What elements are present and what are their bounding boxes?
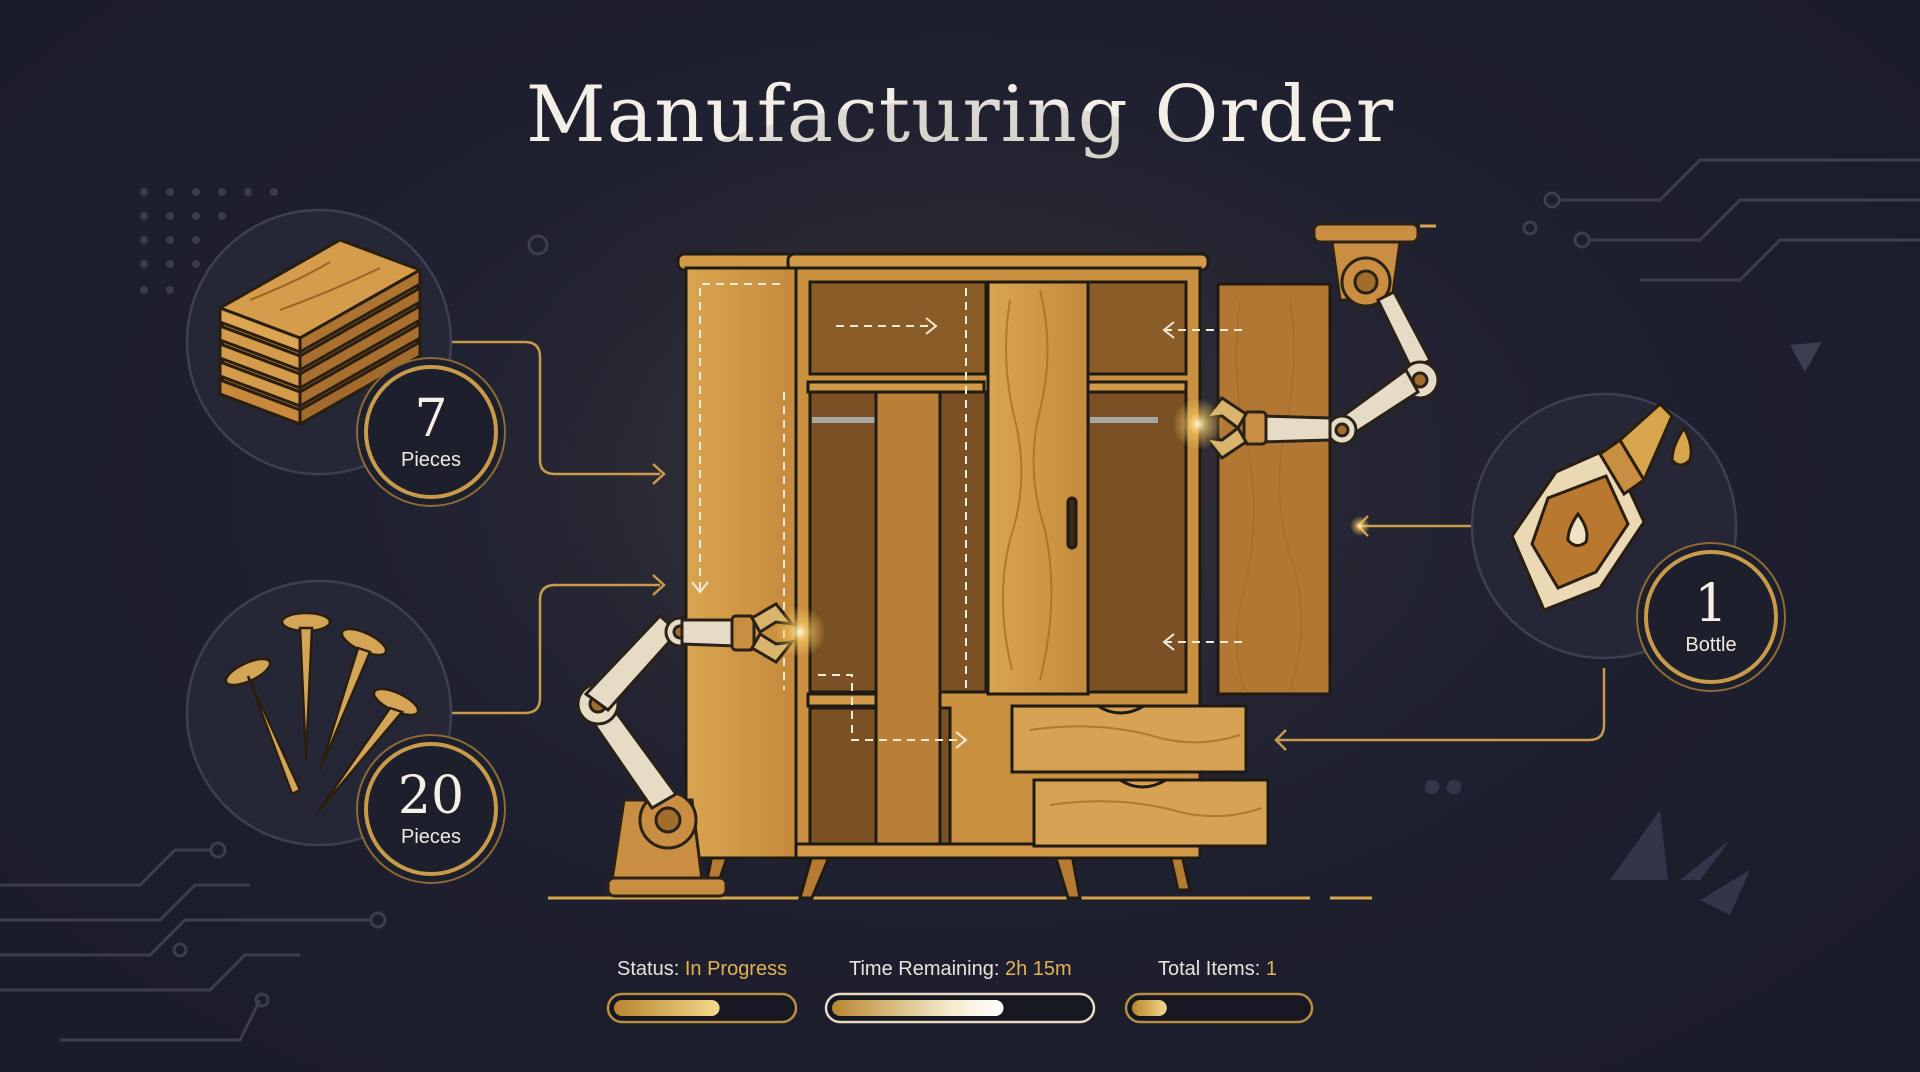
robot-arm-icon bbox=[1202, 222, 1440, 461]
glue-quantity: 1 bbox=[1694, 573, 1728, 634]
nails-unit: Pieces bbox=[400, 825, 462, 848]
nails-quantity: 20 bbox=[397, 765, 465, 826]
nails-icon bbox=[224, 611, 420, 813]
wood-unit: Pieces bbox=[400, 448, 462, 471]
time-label: Time Remaining: bbox=[849, 958, 1000, 980]
robot-arm-icon bbox=[576, 602, 796, 898]
items-value: 1 bbox=[1265, 958, 1277, 980]
status-progress-bars bbox=[606, 992, 1314, 1024]
items-label: Total Items: bbox=[1158, 958, 1261, 980]
status-label: Status: bbox=[617, 958, 680, 980]
wood-quantity-badge: 7 Pieces bbox=[364, 365, 498, 499]
glue-unit: Bottle bbox=[1685, 633, 1737, 656]
time-value: 2h 15m bbox=[1004, 958, 1072, 980]
nails-quantity-badge: 20 Pieces bbox=[364, 742, 498, 876]
total-items-readout: Total Items: 1 bbox=[1158, 958, 1277, 981]
status-progress-fill bbox=[614, 1000, 720, 1016]
wood-quantity: 7 bbox=[414, 388, 448, 449]
circuit-lines-left bbox=[0, 841, 387, 1042]
glue-bottle-icon bbox=[1510, 401, 1693, 612]
glue-quantity-badge: 1 Bottle bbox=[1644, 550, 1778, 684]
circuit-lines-right bbox=[1522, 158, 1920, 282]
connector-lines bbox=[450, 340, 1606, 751]
time-remaining-readout: Time Remaining: 2h 15m bbox=[849, 958, 1072, 981]
status-value: In Progress bbox=[684, 958, 788, 980]
wood-planks-icon bbox=[216, 238, 424, 427]
status-readout: Status: In Progress bbox=[617, 958, 787, 981]
decorative-dots bbox=[140, 188, 278, 294]
time-progress-fill bbox=[832, 1000, 1004, 1016]
items-progress-fill bbox=[1132, 1000, 1167, 1016]
material-circle-wood bbox=[185, 208, 453, 476]
